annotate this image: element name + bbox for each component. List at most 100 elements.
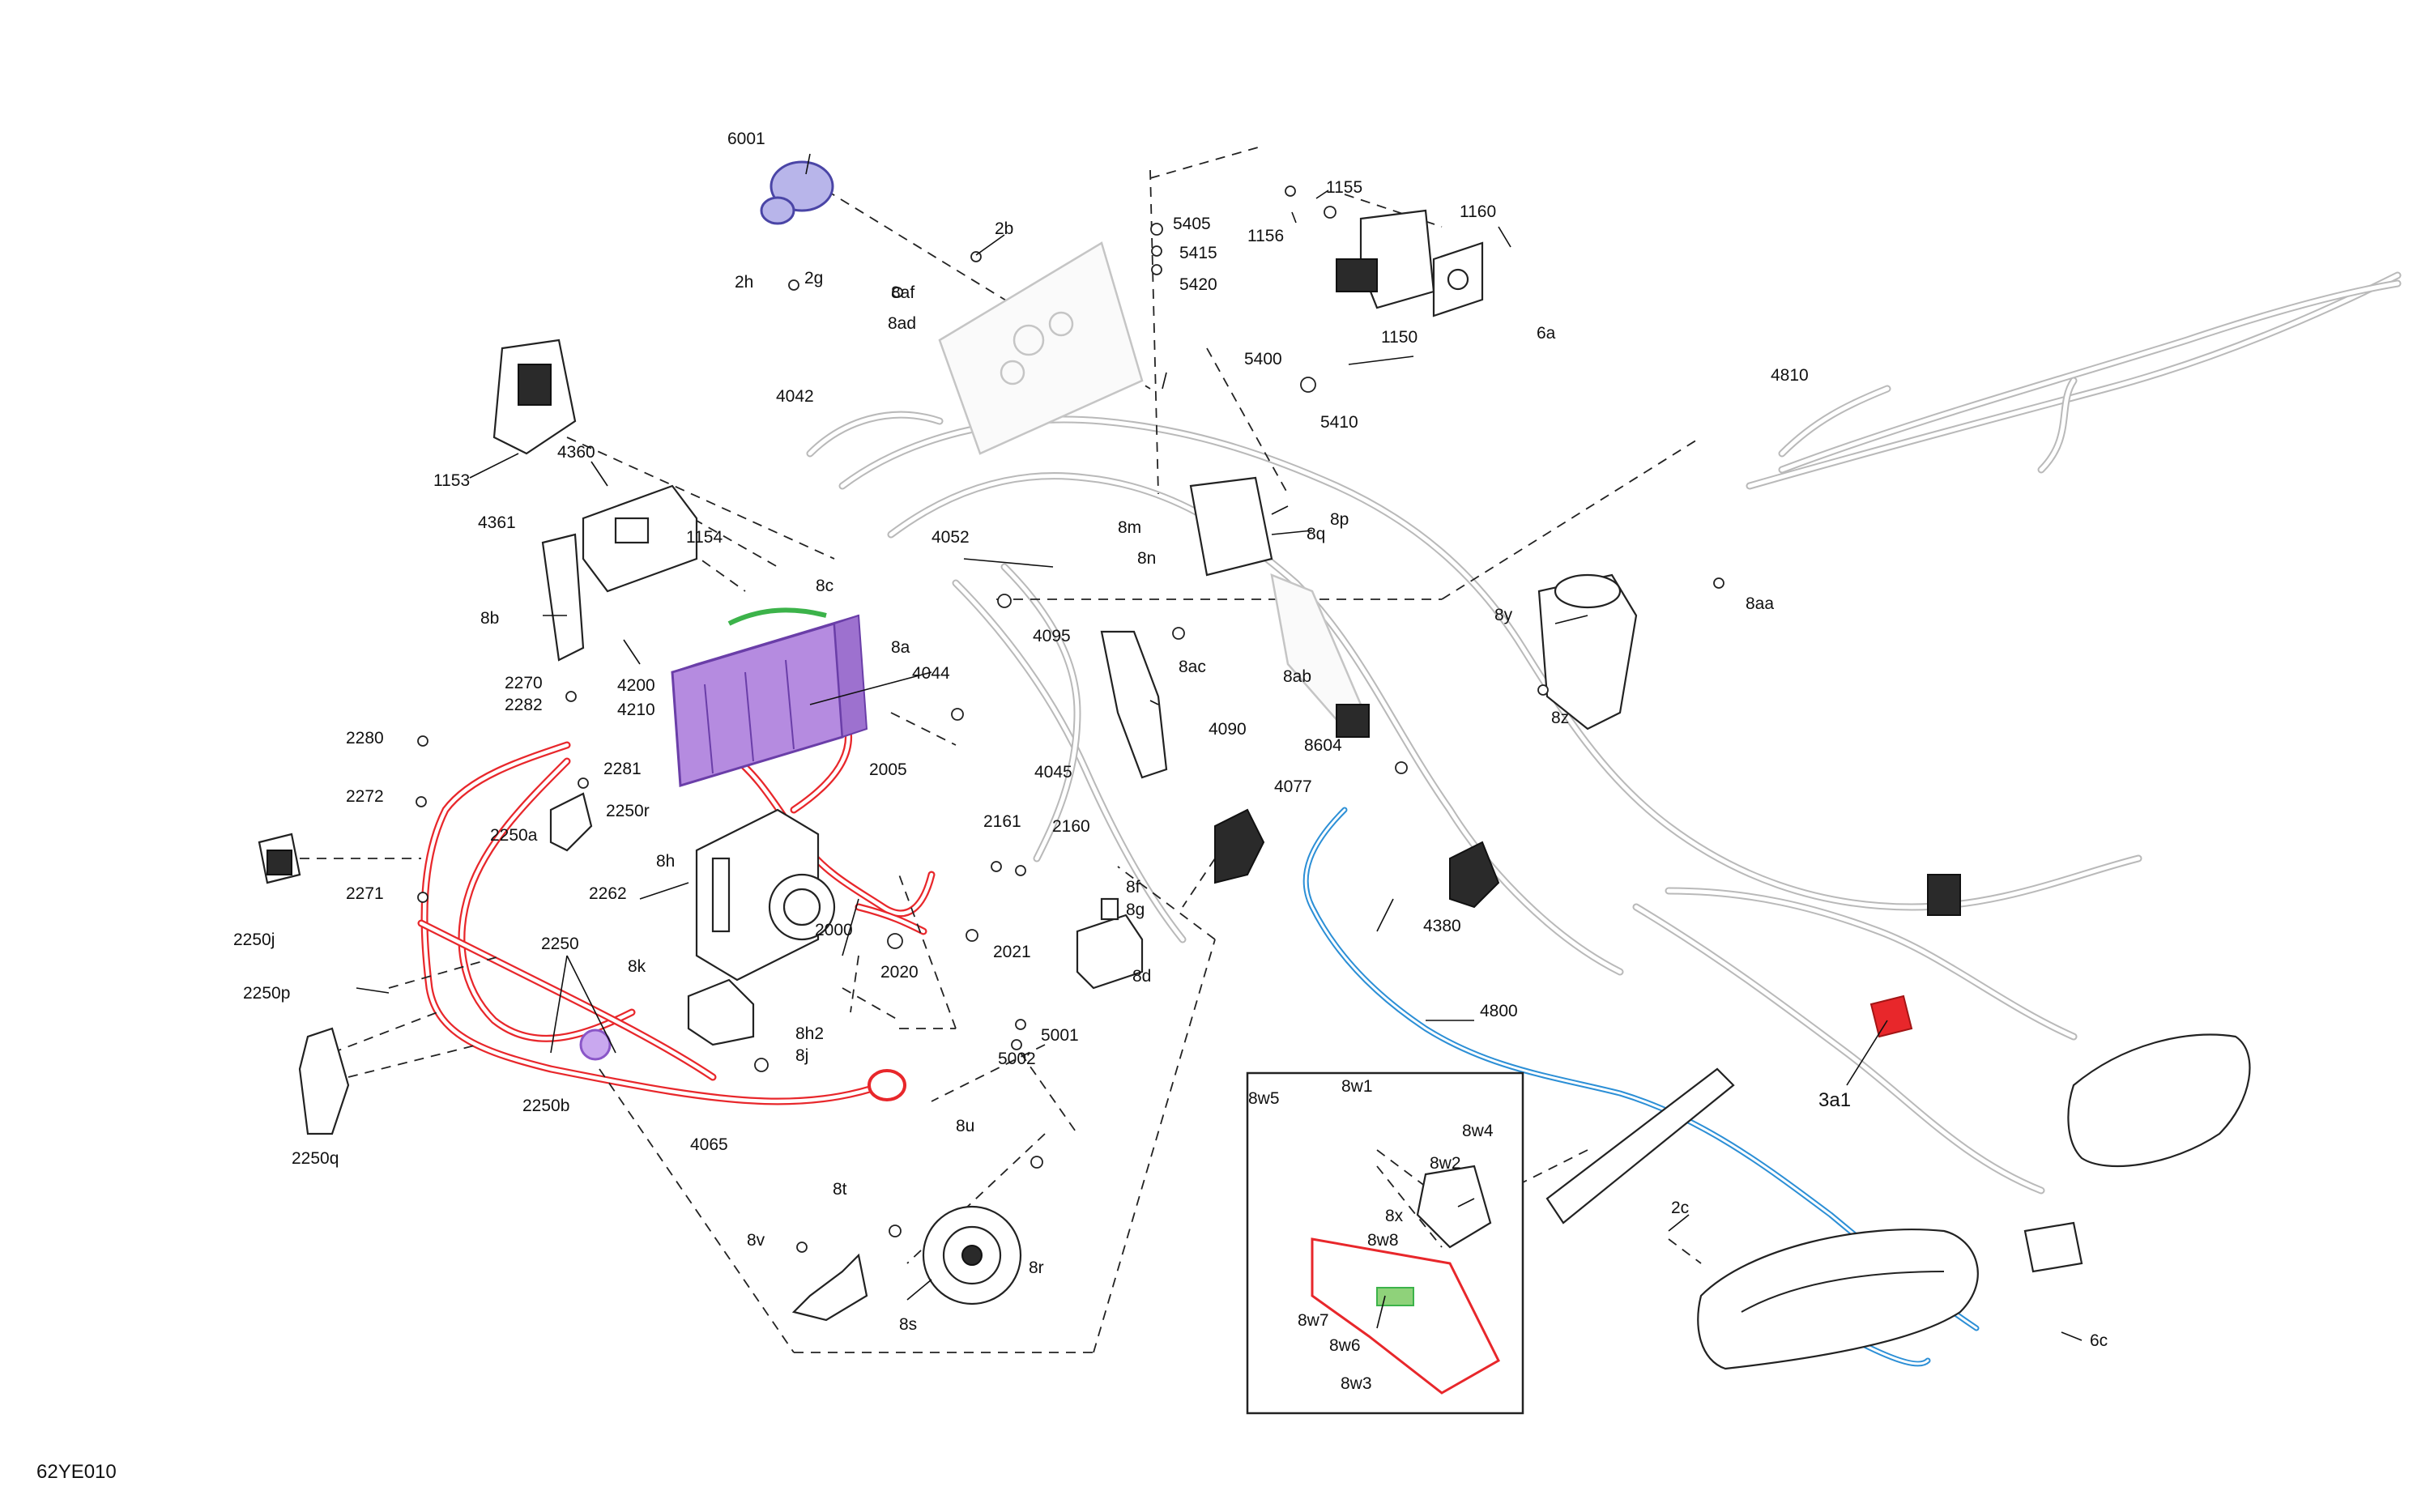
callout-8k: 8k <box>628 957 646 976</box>
display-panel <box>938 241 1144 455</box>
module-4380 <box>1449 841 1500 909</box>
callout-5405: 5405 <box>1173 215 1211 233</box>
callout-2160: 2160 <box>1052 817 1090 836</box>
bracket-2250r <box>549 792 593 852</box>
callout-1153: 1153 <box>433 471 470 490</box>
callout-8d: 8d <box>1132 967 1151 986</box>
callout-8af: 8af <box>891 283 914 302</box>
callout-labels: 6001 2b 2h 2g 8af 8ad 4042 5405 5415 542… <box>36 130 2108 1483</box>
callout-8z: 8z <box>1551 709 1569 727</box>
callout-8s: 8s <box>899 1315 917 1334</box>
callout-2262: 2262 <box>589 884 627 903</box>
sensor-harness-blue <box>1302 807 1980 1367</box>
callout-8t: 8t <box>833 1180 847 1199</box>
side-lamp <box>2067 1033 2251 1168</box>
callout-8ad: 8ad <box>888 314 916 333</box>
callout-1155: 1155 <box>1326 178 1362 197</box>
callout-2000: 2000 <box>815 921 853 939</box>
callout-8c: 8c <box>816 577 833 595</box>
callout-4052: 4052 <box>932 528 970 547</box>
callout-8g: 8g <box>1126 901 1145 919</box>
callout-8w2: 8w2 <box>1430 1154 1461 1173</box>
callout-6c: 6c <box>2090 1331 2108 1350</box>
clip-2250b <box>579 1029 612 1061</box>
callout-8w1: 8w1 <box>1341 1077 1373 1096</box>
module-4077 <box>1214 808 1265 884</box>
callout-8h2: 8h2 <box>795 1024 824 1043</box>
bracket-8k <box>687 978 755 1046</box>
callout-8r: 8r <box>1029 1259 1044 1277</box>
horn-8r <box>922 1205 1022 1305</box>
callout-8b: 8b <box>480 609 499 628</box>
callout-6001: 6001 <box>727 130 765 148</box>
callout-4065: 4065 <box>690 1135 728 1154</box>
callout-8ab: 8ab <box>1283 667 1311 686</box>
bracket-4090 <box>1100 630 1168 779</box>
plate-1160 <box>1432 241 1484 317</box>
callout-1150: 1150 <box>1381 328 1418 347</box>
callout-5420: 5420 <box>1179 275 1217 294</box>
callout-5400: 5400 <box>1244 350 1282 368</box>
callout-8x: 8x <box>1385 1207 1404 1225</box>
latch-detail-inset <box>1246 1071 1524 1415</box>
callout-8w4: 8w4 <box>1462 1122 1494 1140</box>
callout-4077: 4077 <box>1274 777 1312 796</box>
bracket-8b <box>541 533 585 662</box>
callout-2250b: 2250b <box>522 1097 569 1115</box>
callout-5002: 5002 <box>998 1050 1036 1068</box>
callout-2250a: 2250a <box>490 826 538 845</box>
callout-4810: 4810 <box>1771 366 1809 385</box>
callout-2250j: 2250j <box>233 931 275 949</box>
callout-8w6: 8w6 <box>1329 1336 1361 1355</box>
callout-3a1: 3a1 <box>1818 1089 1851 1111</box>
callout-4200: 4200 <box>617 676 655 695</box>
callout-8n: 8n <box>1137 549 1156 568</box>
callout-8w7: 8w7 <box>1298 1311 1329 1330</box>
abs-module-8h <box>695 808 836 982</box>
module-8m <box>1189 476 1273 577</box>
callout-4210: 4210 <box>617 701 655 719</box>
callout-2g: 2g <box>804 269 823 287</box>
callout-8u: 8u <box>956 1117 974 1135</box>
callout-4380: 4380 <box>1423 917 1461 935</box>
bracket-1153 <box>492 339 577 455</box>
callout-5415: 5415 <box>1179 244 1217 262</box>
fuse-box-4360 <box>582 484 698 593</box>
callout-8h: 8h <box>656 852 675 871</box>
sensor-6001 <box>760 160 834 225</box>
relay-8d <box>1076 897 1144 990</box>
callout-8q: 8q <box>1307 525 1325 543</box>
label-leaders <box>356 153 2083 1341</box>
callout-4360: 4360 <box>557 443 595 462</box>
callout-2c: 2c <box>1671 1199 1689 1217</box>
callout-2021: 2021 <box>993 943 1031 961</box>
connector-2250j <box>258 833 301 884</box>
callout-8w8: 8w8 <box>1367 1231 1399 1250</box>
callout-1160: 1160 <box>1460 202 1496 221</box>
callout-8m: 8m <box>1118 518 1141 537</box>
callout-2250q: 2250q <box>292 1149 339 1168</box>
callout-8v: 8v <box>747 1231 765 1250</box>
callout-8604: 8604 <box>1304 736 1342 755</box>
callout-4095: 4095 <box>1033 627 1071 645</box>
callout-4044: 4044 <box>912 664 950 683</box>
callout-6a: 6a <box>1537 324 1556 343</box>
callout-5001: 5001 <box>1041 1026 1079 1045</box>
callout-4045: 4045 <box>1034 763 1072 782</box>
callout-8j: 8j <box>795 1046 808 1065</box>
callout-2020: 2020 <box>880 963 919 982</box>
callout-2282: 2282 <box>505 696 543 714</box>
callout-2005: 2005 <box>869 760 907 779</box>
mounting-plate <box>1545 1067 1735 1225</box>
callout-2272: 2272 <box>346 787 384 806</box>
battery-harness-red <box>417 709 936 1105</box>
callout-2281: 2281 <box>603 760 642 778</box>
callout-4090: 4090 <box>1209 720 1247 739</box>
callout-2250p: 2250p <box>243 984 290 1003</box>
callout-8w5: 8w5 <box>1248 1089 1280 1108</box>
callout-8y: 8y <box>1494 606 1513 624</box>
callout-2271: 2271 <box>346 884 384 903</box>
callout-2161: 2161 <box>983 812 1021 831</box>
fastener-screws <box>416 185 1724 1253</box>
